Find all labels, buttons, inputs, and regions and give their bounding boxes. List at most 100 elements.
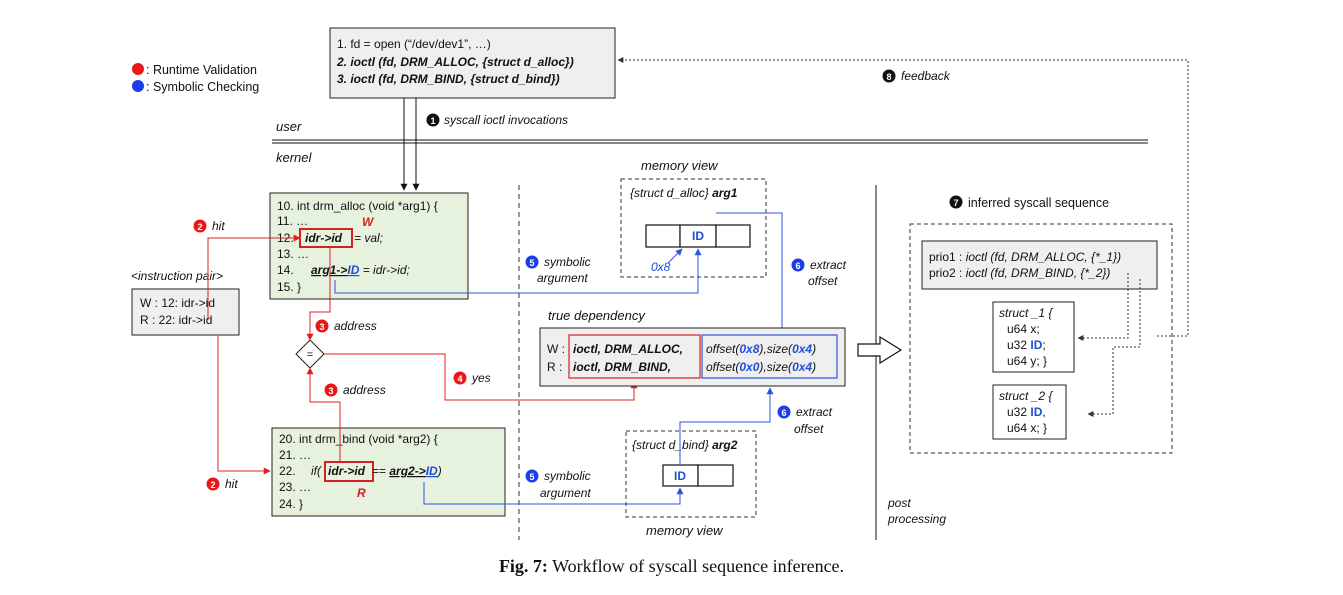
syscall-line-1: 1. fd = open (“/dev/dev1”, …)	[337, 37, 491, 51]
step-2b-text: hit	[225, 477, 238, 491]
step-5b-number: 5	[529, 472, 534, 482]
alloc-line-10: 10. int drm_alloc (void *arg1) {	[277, 199, 438, 213]
alloc-line-15: 15. }	[277, 280, 301, 294]
step-3a-label: 3 address	[315, 319, 377, 333]
figure-caption-label: Fig. 7:	[498, 556, 548, 576]
alloc-line-11: 11. …	[277, 214, 308, 228]
alloc-line-12-rest: = val;	[354, 231, 383, 245]
step-8-text: feedback	[901, 69, 951, 83]
step-2a-number: 2	[197, 222, 202, 232]
step-5a-text-2: argument	[537, 271, 588, 285]
step-3b-number: 3	[328, 386, 333, 396]
true-dependency-title: true dependency	[548, 308, 646, 323]
memory-view-bottom-struct: {struct d_bind} arg2	[632, 438, 738, 452]
alloc-line-13: 13. …	[277, 247, 309, 261]
legend-red-label: : Runtime Validation	[146, 63, 257, 77]
step-3b-label: 3 address	[324, 383, 386, 397]
step-8-number: 8	[886, 72, 891, 82]
memory-view-top-title: memory view	[641, 158, 719, 173]
step-2a-label: 2 hit	[193, 219, 225, 233]
dependency-call-highlight	[568, 334, 701, 379]
step-1-text: syscall ioctl invocations	[444, 113, 568, 127]
step-4-text: yes	[471, 371, 491, 385]
step-1-number: 1	[430, 116, 435, 126]
alloc-line-12-var: idr->id	[305, 231, 343, 245]
step-5b-label: 5 symbolic argument	[525, 469, 591, 500]
struct-2-box	[992, 384, 1067, 440]
struct-2-field-2: u64 x; }	[1007, 421, 1047, 435]
instruction-pair-title: <instruction pair>	[131, 269, 223, 283]
dependency-w-call: ioctl, DRM_ALLOC,	[573, 342, 683, 356]
mem-cell-left	[645, 224, 681, 248]
instruction-pair-write: W : 12: idr->id	[140, 296, 215, 310]
mem-bottom-cell-right	[697, 464, 734, 487]
step-5a-number: 5	[529, 258, 534, 268]
step-6a-text-1: extract	[810, 258, 847, 272]
read-marker: R	[357, 486, 366, 500]
step-7-label: 7 inferred syscall sequence	[949, 195, 1109, 210]
step-5b-text-1: symbolic	[544, 469, 591, 483]
mem-offset-pointer	[667, 248, 683, 264]
memory-view-bottom: {struct d_bind} arg2 ID memory view	[625, 430, 757, 538]
processing-label: processing	[887, 512, 946, 526]
struct-2-reference-line	[1087, 279, 1141, 417]
kernel-region-label: kernel	[276, 150, 313, 165]
instruction-pair-read: R : 22: idr->id	[140, 313, 212, 327]
syscall-line-3: 3. ioctl (fd, DRM_BIND, {struct d_bind})	[337, 72, 560, 86]
mem-bottom-cell-id-label: ID	[674, 469, 686, 483]
write-marker: W	[362, 215, 375, 229]
step-7-number: 7	[953, 198, 958, 208]
blue-dot-icon	[132, 80, 144, 92]
struct-1-field-1: u64 x;	[1007, 322, 1040, 336]
struct-2-field-1: u32 ID,	[1007, 405, 1046, 419]
address-compare-diamond: =	[295, 339, 325, 369]
struct-1-field-3: u64 y; }	[1007, 354, 1047, 368]
symbolic-arg-line-bottom	[423, 482, 684, 505]
prio1-line: prio1 : ioctl (fd, DRM_ALLOC, {*_1})	[929, 250, 1121, 264]
instruction-pair-box: <instruction pair> W : 12: idr->id R : 2…	[131, 269, 240, 336]
step-6b-label: 6 extract offset	[777, 405, 833, 436]
user-syscall-box: 1. fd = open (“/dev/dev1”, …) 2. ioctl (…	[329, 27, 616, 99]
bind-line-22-rest: == arg2->ID)	[372, 464, 442, 478]
bind-line-22-num: 22.	[279, 464, 296, 478]
inferred-sequence-box: prio1 : ioctl (fd, DRM_ALLOC, {*_1}) pri…	[909, 223, 1173, 454]
dependency-r-prefix: R :	[547, 360, 562, 374]
step-1-label: 1 syscall ioctl invocations	[426, 113, 568, 127]
feedback-line	[617, 57, 1189, 337]
dependency-w-offset: offset(0x8),size(0x4)	[706, 342, 816, 356]
inferred-prio-box	[921, 240, 1158, 290]
step-6b-number: 6	[781, 408, 786, 418]
hit-line-write	[207, 234, 301, 320]
bind-line-22-var: idr->id	[328, 464, 366, 478]
hit-line-read	[217, 336, 271, 475]
symbolic-arg-line-top	[334, 248, 702, 294]
struct-1-box	[992, 301, 1075, 373]
step-5a-text-1: symbolic	[544, 255, 591, 269]
step-7-text: inferred syscall sequence	[968, 196, 1109, 210]
memory-view-top: memory view {struct d_alloc} arg1 ID 0x8	[620, 158, 767, 278]
step-2b-label: 2 hit	[206, 477, 238, 491]
step-6b-text-2: offset	[794, 422, 824, 436]
dependency-w-prefix: W :	[547, 342, 565, 356]
drm-alloc-code-box: 10. int drm_alloc (void *arg1) { 11. … 1…	[269, 192, 469, 300]
dependency-offset-highlight	[701, 334, 838, 379]
user-region-label: user	[276, 119, 302, 134]
alloc-line-14-num: 14.	[277, 263, 294, 277]
legend: : Runtime Validation : Symbolic Checking	[132, 63, 259, 94]
bind-read-highlight	[324, 461, 374, 482]
step-8-label: 8 feedback	[882, 69, 951, 83]
address-line-write	[306, 248, 331, 341]
prio2-line: prio2 : ioctl (fd, DRM_BIND, {*_2})	[929, 266, 1110, 280]
step-3b-text: address	[343, 383, 386, 397]
step-5b-text-2: argument	[540, 486, 591, 500]
mem-cell-right	[715, 224, 751, 248]
mem-offset-label: 0x8	[651, 260, 671, 274]
legend-blue-label: : Symbolic Checking	[146, 80, 259, 94]
memory-view-top-struct: {struct d_alloc} arg1	[630, 186, 738, 200]
syscall-line-2: 2. ioctl (fd, DRM_ALLOC, {struct d_alloc…	[336, 55, 574, 69]
address-line-read	[306, 367, 341, 462]
step-3a-text: address	[334, 319, 377, 333]
step-3a-number: 3	[319, 322, 324, 332]
bind-line-23: 23. …	[279, 480, 311, 494]
